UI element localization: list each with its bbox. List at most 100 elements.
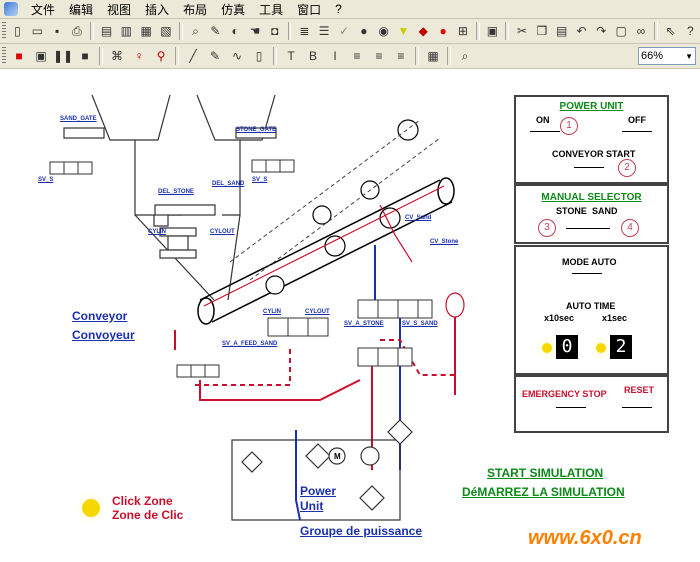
click-zone-lamp[interactable] [82, 499, 100, 517]
align-center-icon[interactable]: ≡ [375, 49, 383, 63]
globe-icon[interactable]: ◉ [378, 24, 389, 38]
label-stone-gate: STONE_GATE [236, 127, 277, 133]
zoom-select[interactable]: 66% ▼ [638, 47, 696, 65]
binoculars-icon[interactable]: ∞ [636, 24, 646, 38]
line-icon[interactable]: ╱ [189, 49, 197, 63]
help-icon[interactable]: ? [687, 24, 694, 38]
zoom-value: 66% [641, 50, 664, 62]
valve-block-left [176, 364, 220, 378]
redo-icon[interactable]: ↷ [596, 24, 607, 38]
align-right-icon[interactable]: ≡ [397, 49, 405, 63]
new-icon[interactable]: ▯ [14, 24, 21, 38]
component-icon[interactable]: ▣ [486, 24, 499, 38]
menu-layout[interactable]: 布局 [183, 2, 208, 17]
rotary-damper [159, 227, 197, 259]
hand-icon[interactable]: ☚ [249, 24, 261, 38]
zoom-icon[interactable]: ⌕ [192, 23, 199, 38]
circle-icon[interactable]: ● [360, 24, 368, 38]
click-zone-en: Click Zone [112, 494, 173, 508]
red-pressure-lines [174, 300, 456, 470]
text-icon[interactable]: T [287, 49, 295, 63]
sim-toolbar: ■ ▣ ❚❚ ■ ⌘ ♀ ⚲ ╱ ✎ ∿ ▯ T B I ≡ ≡ ≡ ▦ ⌕ 6… [0, 44, 700, 69]
conveyor-start-button[interactable] [574, 167, 604, 176]
pause-icon[interactable]: ❚❚ [52, 49, 74, 63]
chevron-down-icon: ▼ [685, 51, 693, 61]
print-icon[interactable]: ⎙ [72, 23, 82, 38]
stone-sand-selector[interactable] [566, 228, 610, 235]
mode-auto-switch[interactable] [572, 273, 602, 280]
bold-icon[interactable]: B [308, 49, 317, 63]
check-icon[interactable]: ✓ [338, 24, 350, 38]
probe-icon[interactable]: ⌘ [111, 49, 123, 63]
menu-window[interactable]: 窗口 [297, 2, 322, 17]
off-button[interactable] [622, 131, 652, 140]
start-simulation-link[interactable]: START SIMULATION [487, 466, 604, 480]
cut-icon[interactable]: ✂ [517, 24, 528, 38]
draw-icon[interactable]: ✎ [209, 49, 221, 63]
menu-insert[interactable]: 插入 [145, 2, 170, 17]
key-icon[interactable]: ♀ [134, 49, 144, 63]
menu-file[interactable]: 文件 [31, 2, 56, 17]
label-cylout-2: CYLOUT [305, 309, 330, 315]
table-icon[interactable]: ▦ [427, 49, 439, 63]
record-icon[interactable]: ◆ [418, 24, 428, 38]
wave-icon[interactable]: ∿ [231, 49, 243, 63]
doc-icon[interactable]: ▯ [255, 49, 263, 63]
label-sv-s-sand: SV_S_SAND [402, 321, 438, 327]
italic-icon[interactable]: I [333, 49, 337, 63]
paste-icon[interactable]: ▤ [556, 24, 568, 38]
list-icon[interactable]: ☰ [318, 24, 330, 38]
conveyor-tube [197, 177, 455, 325]
x10-digit[interactable]: 0 [556, 335, 578, 359]
menu-help[interactable]: ? [335, 2, 342, 16]
label-cylin-2: CYLIN [263, 309, 281, 315]
sheet3-icon[interactable]: ▦ [140, 24, 152, 38]
menu-edit[interactable]: 编辑 [69, 2, 94, 17]
step-icon[interactable]: ▣ [35, 49, 47, 63]
conveyor-label: Conveyor [72, 309, 128, 323]
pointer-icon[interactable]: ⇖ [665, 24, 676, 38]
camera-icon[interactable]: ◘ [271, 24, 279, 38]
sheet4-icon[interactable]: ▧ [160, 24, 172, 38]
valve-icon[interactable]: ⚲ [156, 49, 166, 63]
frame-icon[interactable]: ▢ [615, 24, 627, 38]
emergency-stop-button[interactable] [556, 407, 586, 414]
palette-icon[interactable]: ◐ [231, 24, 239, 38]
align-left-icon[interactable]: ≡ [353, 49, 361, 63]
x10sec-label: x10sec [544, 313, 575, 323]
run-icon[interactable]: ■ [15, 49, 23, 63]
stop-icon[interactable]: ● [439, 24, 447, 38]
label-sv-s2: SV_S [252, 177, 268, 183]
undo-icon[interactable]: ↶ [576, 24, 587, 38]
print-preview-icon[interactable]: ⌕ [461, 48, 469, 63]
groupe-label: Groupe de puissance [300, 524, 423, 538]
filter-icon[interactable]: ▼ [397, 24, 410, 38]
menu-tools[interactable]: 工具 [259, 2, 284, 17]
reset-label: RESET [624, 385, 655, 395]
on-button[interactable] [530, 131, 560, 140]
toolbar-grip[interactable] [2, 22, 6, 40]
label-sand-gate: SAND_GATE [60, 116, 97, 122]
stop-sim-icon[interactable]: ■ [81, 49, 89, 63]
menu-view[interactable]: 视图 [107, 2, 132, 17]
stone-label: STONE [556, 206, 587, 216]
mode-auto-panel: MODE AUTO AUTO TIME x10sec x1sec 0 2 [514, 245, 669, 375]
sheet2-icon[interactable]: ▥ [120, 24, 132, 38]
save-icon[interactable]: ▪ [54, 24, 60, 38]
valve-sv-s [49, 161, 93, 175]
gate-cylinders [63, 127, 277, 216]
menu-simulate[interactable]: 仿真 [221, 2, 246, 17]
pencil-icon[interactable]: ✎ [210, 24, 221, 38]
copy-icon[interactable]: ❐ [536, 24, 548, 38]
layers-icon[interactable]: ≣ [299, 24, 310, 38]
toolbar-grip-2[interactable] [2, 47, 6, 65]
open-icon[interactable]: ▭ [31, 24, 43, 38]
sheet-icon[interactable]: ▤ [100, 24, 113, 38]
label-sv-s: SV_S [38, 177, 54, 183]
reset-button[interactable] [622, 407, 652, 414]
demarrez-simulation-link[interactable]: DéMARREZ LA SIMULATION [462, 485, 625, 499]
x1-digit[interactable]: 2 [610, 335, 632, 359]
grid-icon[interactable]: ⊞ [457, 24, 468, 38]
main-toolbar: ▯ ▭ ▪ ⎙ ▤ ▥ ▦ ▧ ⌕ ✎ ◐ ☚ ◘ ≣ ☰ ✓ ● ◉ ▼ ◆ … [0, 19, 700, 44]
accumulator [445, 292, 465, 318]
